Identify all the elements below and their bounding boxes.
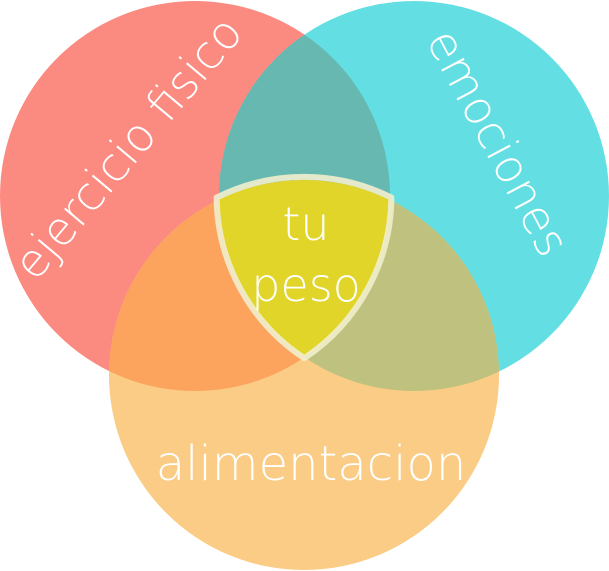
label-alimentacion: alimentacion — [156, 436, 467, 492]
center-label-line-1: tu — [282, 197, 329, 251]
center-label-line-2: peso — [251, 258, 361, 312]
center-outline — [213, 173, 395, 362]
